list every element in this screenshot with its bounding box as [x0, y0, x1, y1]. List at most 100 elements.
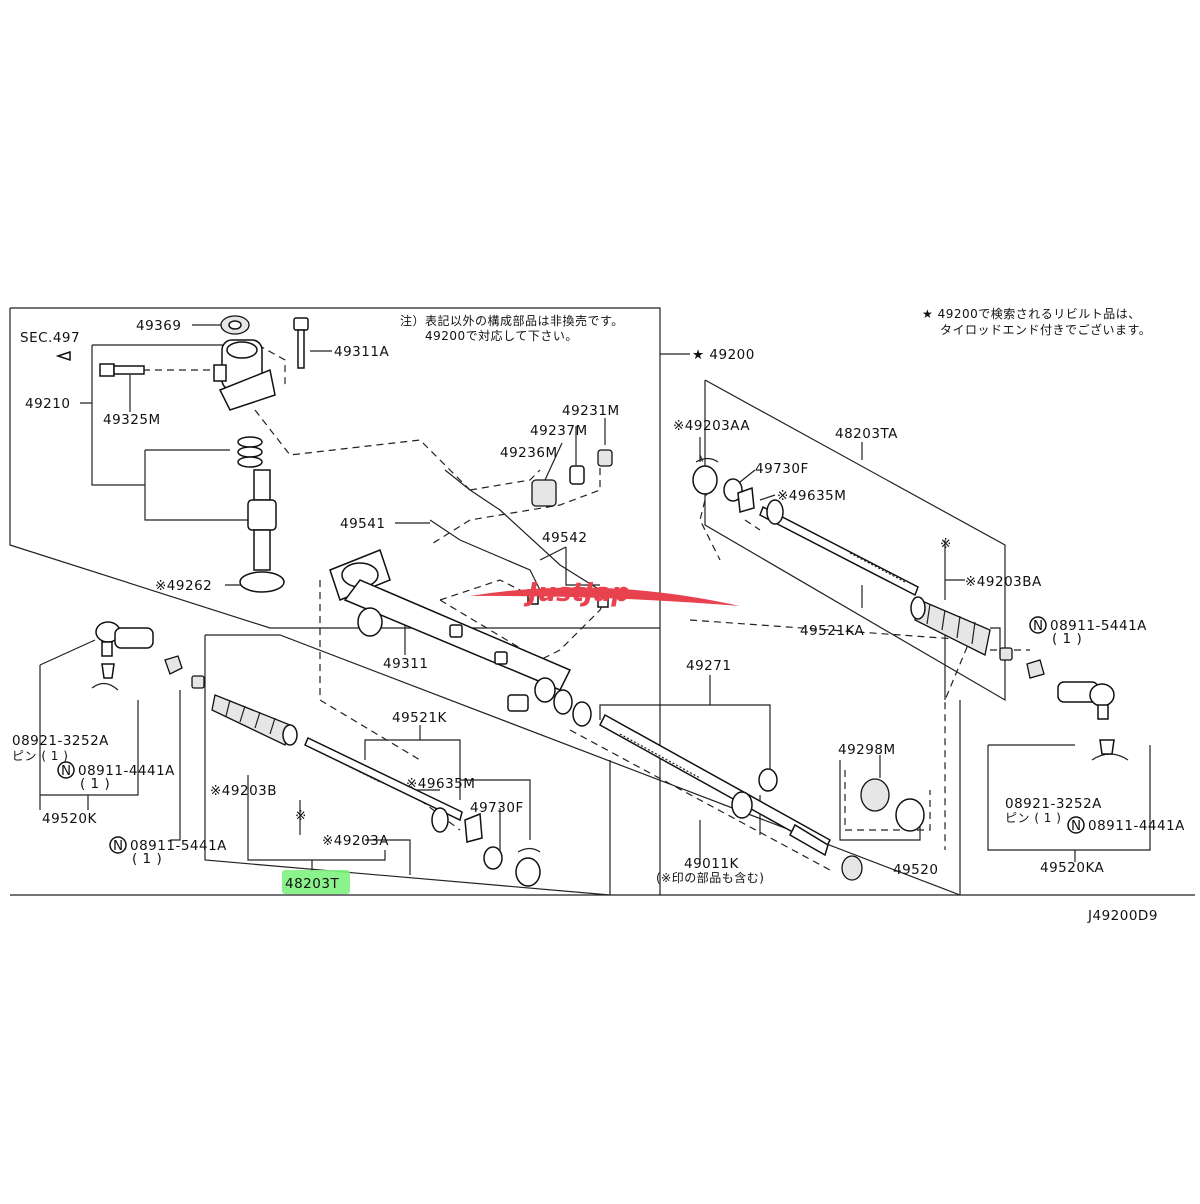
- plug-49236m[interactable]: [531, 479, 557, 507]
- ring-49730f-left[interactable]: [483, 846, 503, 870]
- n-mark-left-1: N: [61, 763, 72, 779]
- nut-small-right[interactable]: [999, 647, 1013, 661]
- n-mark-icon: [1067, 816, 1085, 834]
- frame-lines: [9, 307, 1195, 896]
- highlight-48203t: [282, 870, 350, 894]
- nut-49231m[interactable]: [597, 449, 613, 467]
- label-49730f-left[interactable]: 49730F: [470, 800, 524, 816]
- label-49210[interactable]: 49210: [25, 396, 70, 412]
- lock-washer-49635m-right[interactable]: [737, 486, 755, 513]
- n-mark-icon: [109, 836, 127, 854]
- label-48203ta[interactable]: 48203TA: [835, 426, 898, 442]
- tie-rod-end-49520k[interactable]: [91, 621, 154, 691]
- boot-49203b[interactable]: [211, 694, 298, 746]
- rack-bar-49271[interactable]: [599, 713, 831, 857]
- watermark-text: JustJap: [523, 578, 630, 608]
- label-49271[interactable]: 49271: [686, 658, 731, 674]
- label-49520k[interactable]: 49520K: [42, 811, 97, 827]
- n-mark-icon: [57, 761, 75, 779]
- fitting-49325m[interactable]: [55, 350, 145, 377]
- drawing-id: J49200D9: [1087, 908, 1158, 924]
- parts: [55, 315, 1129, 887]
- bushing-49298m[interactable]: [841, 778, 925, 881]
- ring-49730f-right[interactable]: [723, 478, 743, 502]
- label-49011k[interactable]: 49011K: [684, 856, 739, 872]
- label-08921-3252a-left[interactable]: 08921-3252A: [12, 733, 109, 749]
- label-49298m[interactable]: 49298M: [838, 742, 896, 758]
- label-49237m[interactable]: 49237M: [530, 423, 588, 439]
- label-49311a[interactable]: 49311A: [334, 344, 389, 360]
- bolt-49311a[interactable]: [293, 317, 309, 369]
- label-08921-3252a-right[interactable]: 08921-3252A: [1005, 796, 1102, 812]
- note-top-left-line1: 注）表記以外の構成部品は非換売です。: [400, 313, 624, 328]
- nut-08911-5441a-left[interactable]: [164, 655, 183, 675]
- label-sec497[interactable]: SEC.497: [20, 330, 80, 346]
- valve-housing-49210[interactable]: [213, 339, 276, 411]
- rack-housing-49311[interactable]: [329, 549, 572, 712]
- leader-lines: [39, 324, 1151, 895]
- label-49236m[interactable]: 49236M: [500, 445, 558, 461]
- label-49203aa[interactable]: ※49203AA: [673, 418, 750, 434]
- n-mark-icon: [1029, 616, 1047, 634]
- label-08911-5441a-right-qty: ( 1 ): [1052, 631, 1082, 647]
- label-49369[interactable]: 49369: [136, 318, 181, 334]
- clip-49203a[interactable]: [515, 847, 541, 887]
- frame-inner-lower: [204, 635, 611, 896]
- label-49635m-left[interactable]: ※49635M: [406, 776, 475, 792]
- inner-tie-rod-49521ka[interactable]: [759, 499, 919, 597]
- n-mark-right-2: N: [1071, 818, 1082, 834]
- n-mark-left-2: N: [113, 838, 124, 854]
- tube-49541[interactable]: [429, 469, 601, 591]
- spring-49237m[interactable]: [569, 465, 585, 485]
- part-labels: SEC.497 49369 49311A 49210 49325M ★ 4920…: [12, 318, 1185, 924]
- frame-top-box: [10, 307, 661, 895]
- label-49730f-right[interactable]: 49730F: [755, 461, 809, 477]
- label-49203ba[interactable]: ※49203BA: [965, 574, 1042, 590]
- label-pin-right: ピン ( 1 ): [1005, 811, 1061, 825]
- justjap-watermark: JustJap: [470, 578, 740, 608]
- clip-49203aa[interactable]: [692, 457, 719, 495]
- inner-tie-rod-49521k[interactable]: [304, 736, 463, 833]
- nut-small-left[interactable]: [191, 675, 205, 689]
- nut-08911-5441a-right[interactable]: [1026, 659, 1045, 679]
- label-49521ka[interactable]: 49521KA: [800, 623, 865, 639]
- label-08911-4441a-left-qty: ( 1 ): [80, 776, 110, 792]
- tie-rod-end-49520ka[interactable]: [1057, 681, 1129, 761]
- label-08911-5441a-right[interactable]: 08911-5441A: [1050, 618, 1147, 634]
- label-49011k-note: (※印の部品も含む): [656, 870, 764, 885]
- label-49200[interactable]: ★ 49200: [692, 347, 755, 363]
- n-mark-right: N: [1033, 618, 1044, 634]
- star-mark-left: ※: [295, 808, 307, 824]
- label-49520[interactable]: 49520: [893, 862, 938, 878]
- note-top-left-line2: 49200で対応して下さい。: [425, 329, 578, 343]
- label-49311[interactable]: 49311: [383, 656, 428, 672]
- note-top-right-line2: タイロッドエンド付きでございます。: [940, 322, 1151, 337]
- label-49203b[interactable]: ※49203B: [210, 783, 277, 799]
- frame-inner-upper: [205, 634, 961, 896]
- ring-seals-center[interactable]: [553, 689, 592, 727]
- label-08911-5441a-left[interactable]: 08911-5441A: [130, 838, 227, 854]
- boot-49203ba[interactable]: [910, 596, 991, 656]
- label-08911-4441a-right[interactable]: 08911-4441A: [1088, 818, 1185, 834]
- label-49203a[interactable]: ※49203A: [322, 833, 389, 849]
- label-49262[interactable]: ※49262: [155, 578, 212, 594]
- label-49520ka[interactable]: 49520KA: [1040, 860, 1105, 876]
- notes: 注）表記以外の構成部品は非換売です。 49200で対応して下さい。 ★ 4920…: [400, 307, 1151, 343]
- label-49325m[interactable]: 49325M: [103, 412, 161, 428]
- pinion-shaft-49262[interactable]: [237, 436, 285, 593]
- label-08911-4441a-left[interactable]: 08911-4441A: [78, 763, 175, 779]
- star-mark-right: ※: [940, 536, 952, 552]
- label-49231m[interactable]: 49231M: [562, 403, 620, 419]
- label-08911-5441a-left-qty: ( 1 ): [132, 851, 162, 867]
- label-49521k[interactable]: 49521K: [392, 710, 447, 726]
- label-pin-left: ピン ( 1 ): [12, 749, 68, 763]
- seal-49369[interactable]: [220, 315, 250, 335]
- label-49541[interactable]: 49541: [340, 516, 385, 532]
- label-49542[interactable]: 49542: [542, 530, 587, 546]
- label-49635m-right[interactable]: ※49635M: [777, 488, 846, 504]
- label-48203t[interactable]: 48203T: [285, 876, 339, 892]
- note-top-right-line1: ★ 49200で検索されるリビルト品は、: [922, 307, 1141, 321]
- lock-washer-49635m-left[interactable]: [464, 812, 483, 843]
